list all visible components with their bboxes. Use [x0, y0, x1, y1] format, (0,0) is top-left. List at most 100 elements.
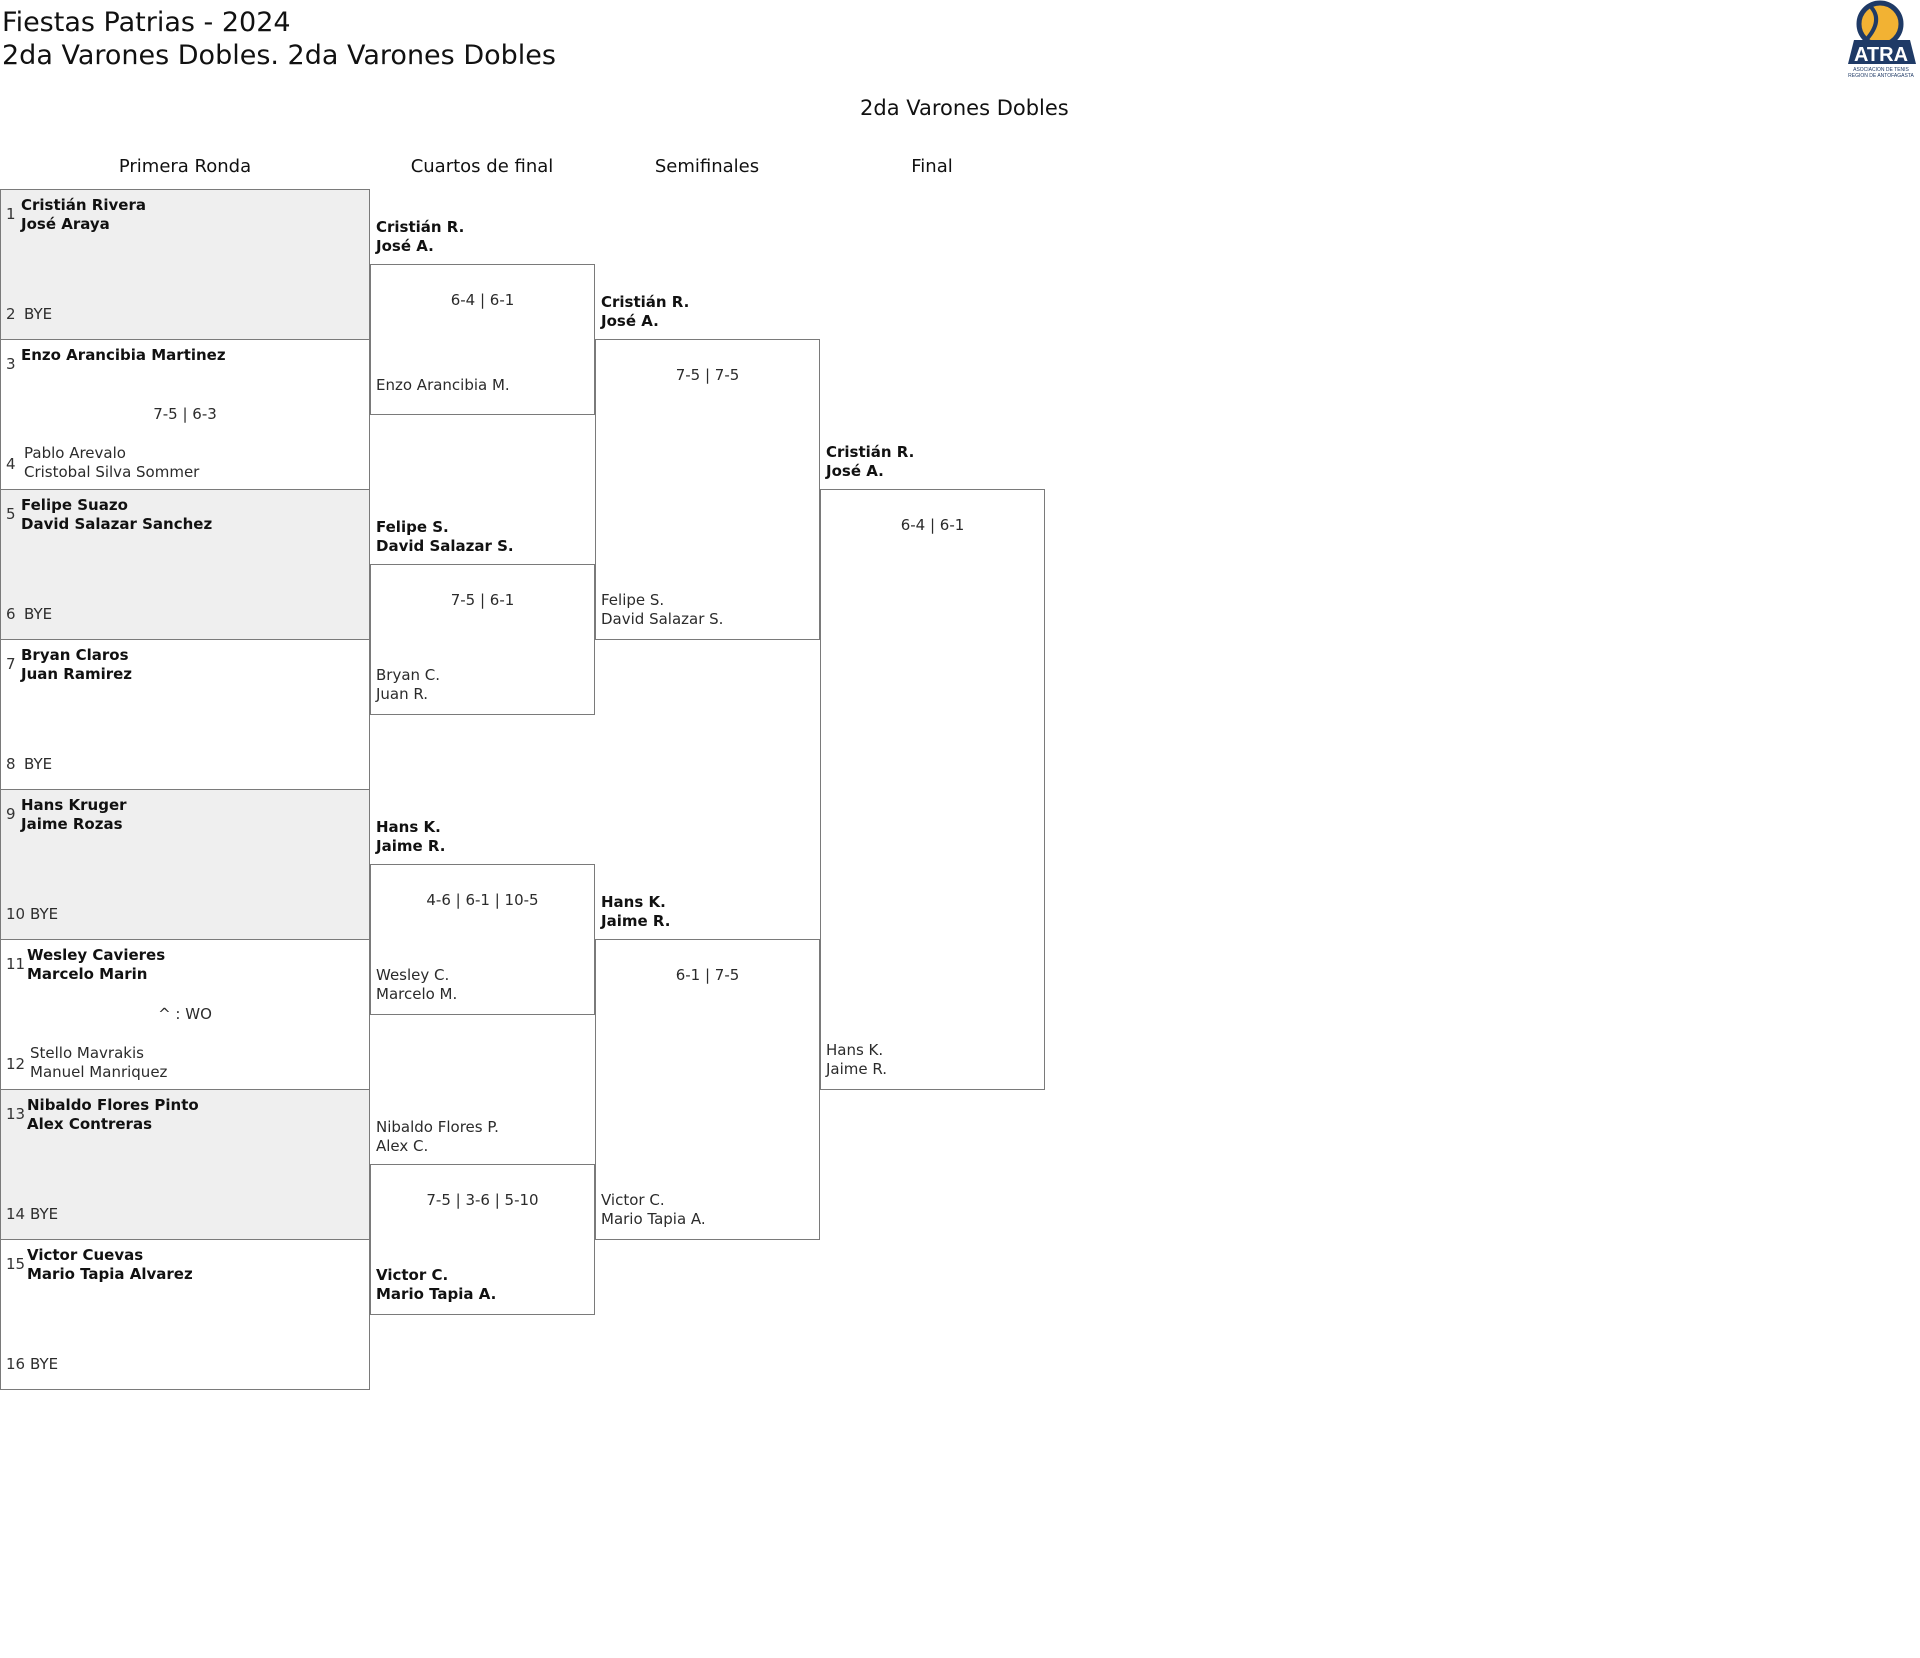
- player-name: Cristián R.: [826, 443, 915, 461]
- player-name: Enzo Arancibia Martinez: [21, 346, 226, 364]
- player-name: Manuel Manriquez: [30, 1063, 168, 1081]
- player-name: Nibaldo Flores Pinto: [27, 1096, 199, 1114]
- player-name: Hans K.: [601, 893, 666, 911]
- seed-number: 11: [6, 955, 26, 973]
- player-name: Wesley Cavieres: [27, 946, 166, 964]
- team-entry: Cristián R.José A.: [376, 218, 464, 256]
- player-name: Victor Cuevas: [27, 1246, 144, 1264]
- player-name: Enzo Arancibia M.: [376, 376, 510, 394]
- seed-number: 7: [6, 655, 16, 673]
- first-round-match: [0, 1089, 370, 1240]
- team-entry: Victor C.Mario Tapia A.: [601, 1191, 706, 1229]
- match-score: 6-4 | 6-1: [450, 291, 515, 309]
- final-match: [820, 489, 1045, 1090]
- player-name: Victor C.: [376, 1266, 449, 1284]
- logo-wordmark: ATRA: [1854, 44, 1908, 66]
- player-name: Cristián R.: [376, 218, 465, 236]
- team-entry: Hans K.Jaime R.: [601, 893, 670, 931]
- player-name: Stello Mavrakis: [30, 1044, 144, 1062]
- seed-number: 4: [6, 455, 16, 473]
- seed-number: 8: [6, 755, 16, 773]
- team-entry: BYE: [24, 755, 52, 774]
- quarterfinals-match: [370, 564, 595, 715]
- player-name: Hans K.: [376, 818, 441, 836]
- match-score: 7-5 | 3-6 | 5-10: [426, 1191, 539, 1209]
- player-name: Cristobal Silva Sommer: [24, 463, 200, 481]
- player-name: David Salazar S.: [376, 537, 514, 555]
- player-name: José A.: [376, 237, 434, 255]
- team-entry: BYE: [30, 1205, 58, 1224]
- player-name: BYE: [30, 905, 59, 923]
- player-name: Cristián R.: [601, 293, 690, 311]
- seed-number: 3: [6, 355, 16, 373]
- player-name: Jaime R.: [376, 837, 446, 855]
- team-entry: Wesley C.Marcelo M.: [376, 966, 457, 1004]
- seed-number: 14: [6, 1205, 26, 1223]
- team-entry: Felipe S.David Salazar S.: [601, 591, 723, 629]
- player-name: Victor C.: [601, 1191, 665, 1209]
- player-name: Felipe S.: [376, 518, 449, 536]
- player-name: José A.: [826, 462, 884, 480]
- match-score: 6-1 | 7-5: [675, 966, 740, 984]
- team-entry: Felipe S.David Salazar S.: [376, 518, 514, 556]
- team-entry: BYE: [30, 1355, 58, 1374]
- team-entry: BYE: [24, 305, 52, 324]
- seed-number: 9: [6, 805, 16, 823]
- quarterfinals-match: [370, 264, 595, 415]
- player-name: Jaime Rozas: [21, 815, 123, 833]
- semifinals-match: [595, 939, 820, 1240]
- logo-subtitle-1: ASOCIACION DE TENIS: [1853, 67, 1909, 73]
- player-name: Mario Tapia Alvarez: [27, 1265, 193, 1283]
- player-name: Juan Ramirez: [21, 665, 133, 683]
- quarterfinals-match: [370, 864, 595, 1015]
- player-name: Bryan Claros: [21, 646, 129, 664]
- seed-number: 5: [6, 505, 16, 523]
- player-name: Cristián Rivera: [21, 196, 146, 214]
- seed-number: 16: [6, 1355, 26, 1373]
- team-entry: BYE: [30, 905, 58, 924]
- player-name: Felipe Suazo: [21, 496, 128, 514]
- player-name: BYE: [24, 605, 53, 623]
- match-score: ^ : WO: [158, 1005, 212, 1023]
- match-score: 4-6 | 6-1 | 10-5: [426, 891, 539, 909]
- player-name: Mario Tapia A.: [601, 1210, 706, 1228]
- seed-number: 13: [6, 1105, 26, 1123]
- category-name: 2da Varones Dobles. 2da Varones Dobles: [2, 40, 556, 71]
- first-round-match: [0, 489, 370, 640]
- player-name: Alex C.: [376, 1137, 429, 1155]
- player-name: David Salazar S.: [601, 610, 724, 628]
- match-score: 7-5 | 6-1: [450, 591, 515, 609]
- player-name: Juan R.: [376, 685, 429, 703]
- player-name: Mario Tapia A.: [376, 1285, 497, 1303]
- player-name: José Araya: [21, 215, 110, 233]
- team-entry: Nibaldo Flores P.Alex C.: [376, 1118, 499, 1156]
- semifinals-match: [595, 339, 820, 640]
- player-name: Pablo Arevalo: [24, 444, 126, 462]
- player-name: Felipe S.: [601, 591, 665, 609]
- player-name: Wesley C.: [376, 966, 450, 984]
- draw-title: 2da Varones Dobles: [860, 96, 1069, 120]
- team-entry: Enzo Arancibia M.: [376, 376, 510, 395]
- match-score: 7-5 | 6-3: [153, 405, 217, 423]
- player-name: Bryan C.: [376, 666, 441, 684]
- quarterfinals-match: [370, 1164, 595, 1315]
- team-entry: Cristián R.José A.: [601, 293, 689, 331]
- player-name: BYE: [30, 1205, 59, 1223]
- seed-number: 2: [6, 305, 16, 323]
- first-round-match: [0, 1239, 370, 1390]
- round-header: Primera Ronda: [118, 156, 252, 177]
- seed-number: 1: [6, 205, 16, 223]
- player-name: Jaime R.: [601, 912, 671, 930]
- match-score: 7-5 | 7-5: [675, 366, 740, 384]
- round-header: Cuartos de final: [410, 156, 554, 177]
- team-entry: Victor C.Mario Tapia A.: [376, 1266, 496, 1304]
- player-name: David Salazar Sanchez: [21, 515, 213, 533]
